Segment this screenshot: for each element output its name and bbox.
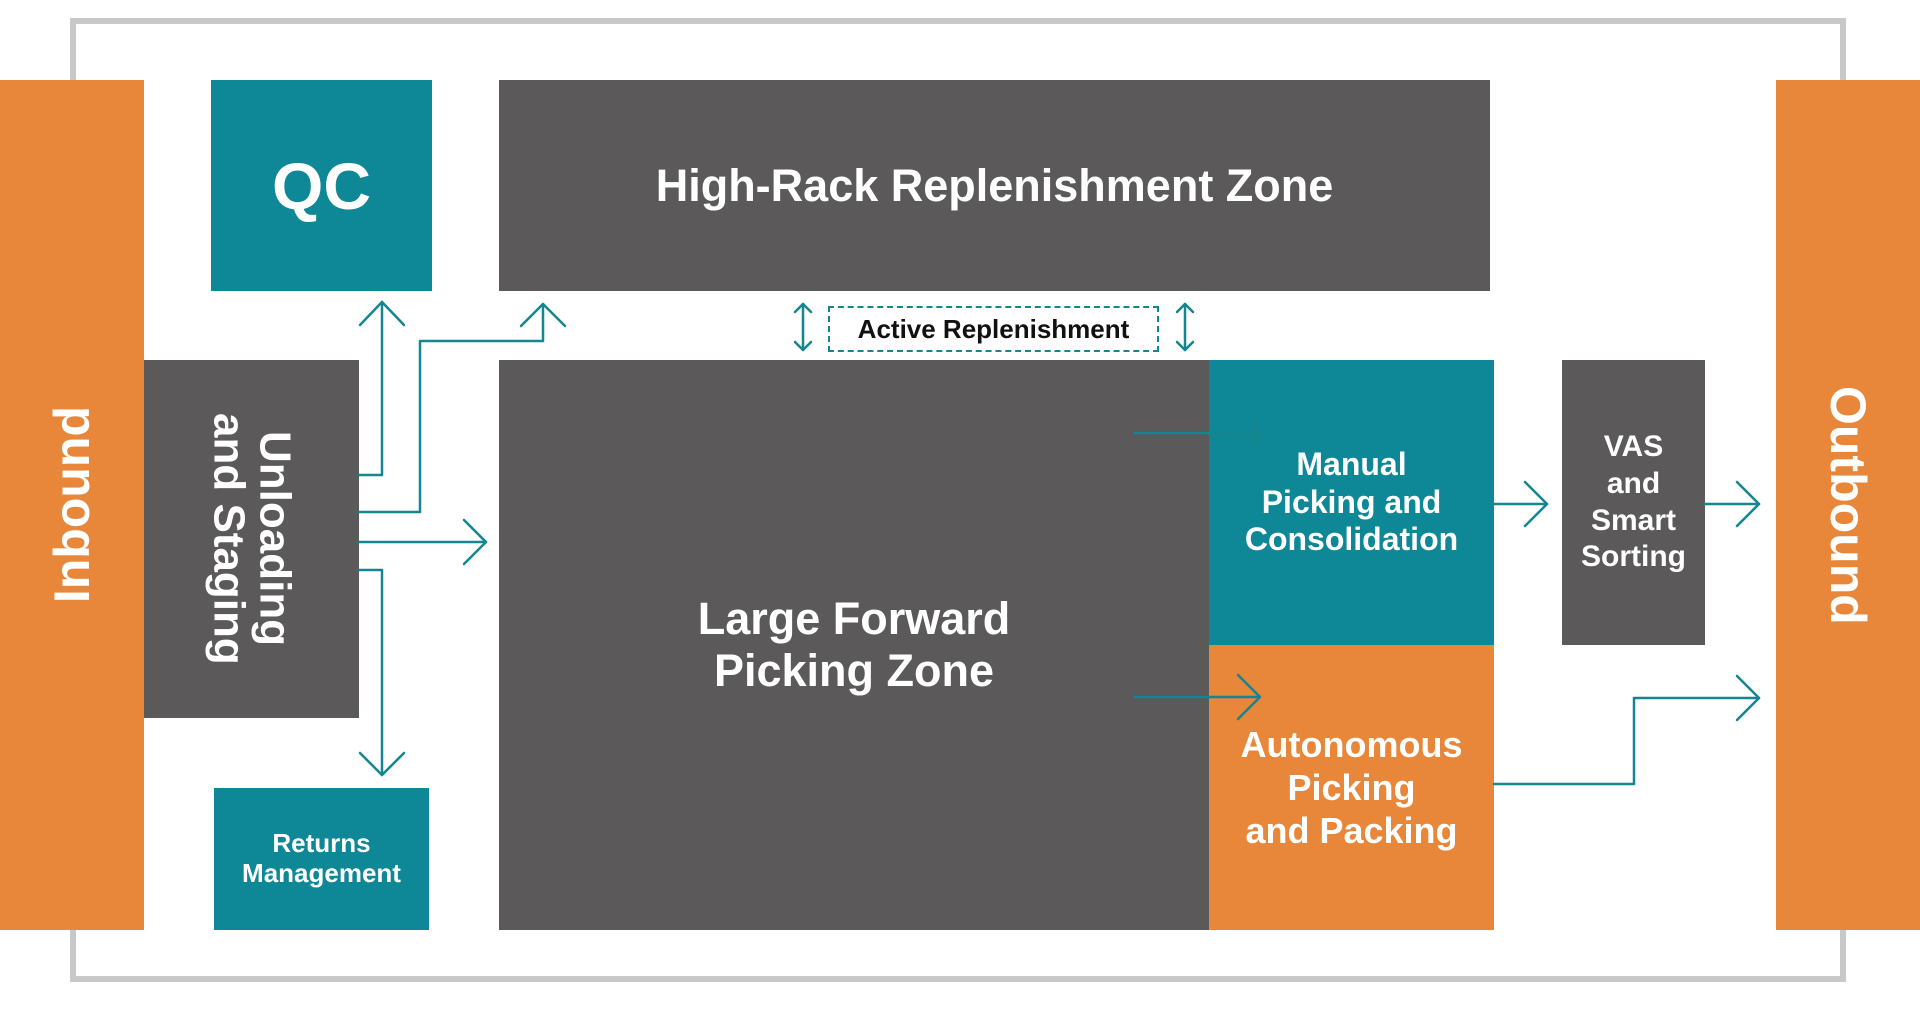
autonomous-picking-label: Autonomous Picking and Packing: [1240, 723, 1463, 852]
returns-label: Returns Management: [242, 828, 401, 888]
high-rack-label: High-Rack Replenishment Zone: [655, 159, 1334, 211]
manual-picking-zone: Manual Picking and Consolidation: [1209, 360, 1494, 645]
outbound-zone: Outbound: [1776, 80, 1920, 930]
right-arrow-icon: [1133, 409, 1262, 457]
forward-picking-label: Large Forward Picking Zone: [697, 593, 1011, 696]
unloading-staging-zone: Unloading and Staging: [144, 360, 359, 718]
vas-sorting-zone: VAS and Smart Sorting: [1562, 360, 1705, 645]
right-arrow-icon: [1703, 480, 1761, 528]
double-arrow-icon: [1175, 302, 1195, 352]
qc-label: QC: [272, 148, 371, 223]
down-arrow-icon: [357, 568, 406, 777]
forward-picking-zone: Large Forward Picking Zone: [499, 360, 1209, 930]
returns-management-zone: Returns Management: [214, 788, 429, 930]
vas-label: VAS and Smart Sorting: [1581, 430, 1686, 574]
active-replenishment-label: Active Replenishment: [828, 306, 1159, 352]
up-arrow-icon: [357, 302, 567, 514]
right-arrow-icon: [1492, 480, 1549, 528]
right-arrow-icon: [1133, 673, 1262, 721]
up-arrow-icon: [357, 300, 406, 477]
manual-picking-label: Manual Picking and Consolidation: [1244, 446, 1459, 558]
right-arrow-icon: [357, 518, 488, 566]
high-rack-replenishment-zone: High-Rack Replenishment Zone: [499, 80, 1490, 291]
qc-zone: QC: [211, 80, 432, 291]
unloading-label: Unloading and Staging: [204, 413, 300, 665]
right-arrow-icon: [1492, 674, 1761, 786]
outbound-label: Outbound: [1820, 385, 1876, 625]
inbound-zone: Inbound: [0, 80, 144, 930]
double-arrow-icon: [793, 302, 813, 352]
